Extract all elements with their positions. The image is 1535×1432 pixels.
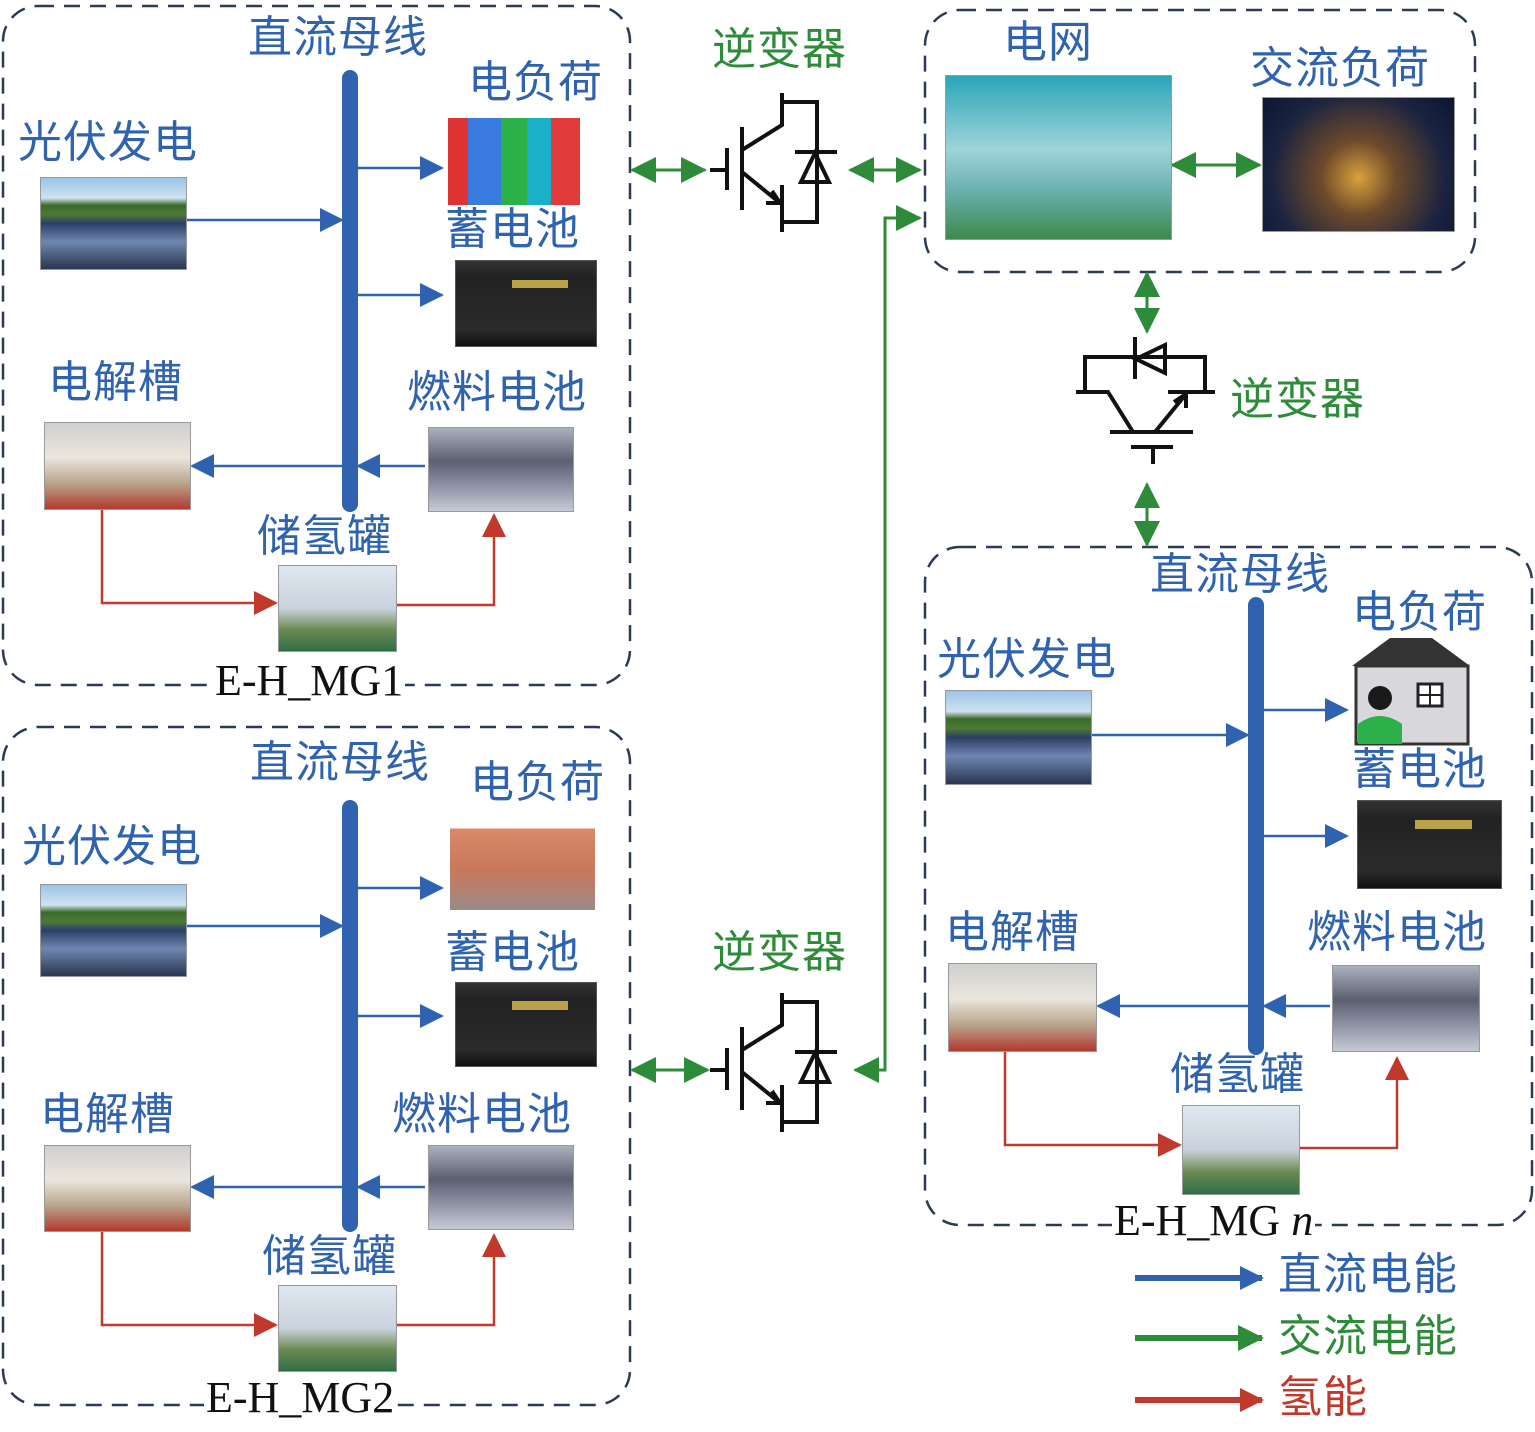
inverter2-symbol (1074, 335, 1217, 466)
pv-image (945, 690, 1092, 785)
ac-load-label: 交流负荷 (1250, 43, 1430, 94)
mg2-pv-label: 光伏发电 (22, 821, 202, 872)
battery-image (455, 260, 597, 347)
city-load-image (448, 118, 580, 205)
mg2-dc-bus (342, 800, 358, 1232)
legend-h2-label: 氢能 (1278, 1372, 1368, 1423)
legend-ac-label: 交流电能 (1278, 1311, 1458, 1362)
mgn-name-text: E-H_MG (1114, 1196, 1292, 1245)
inverter1-label: 逆变器 (712, 24, 847, 75)
fuel-cell-image (428, 427, 574, 512)
inverter2-label: 逆变器 (1230, 374, 1365, 425)
inverter3-ac-link (853, 205, 922, 1083)
mgn-pv-label: 光伏发电 (937, 634, 1117, 685)
fuel-cell-image (1332, 965, 1480, 1052)
mg1-name: E-H_MG1 (213, 656, 406, 705)
mg2-bus-label: 直流母线 (250, 737, 430, 788)
hydrogen-tank-image (278, 565, 397, 652)
mg1-dc-bus (342, 70, 358, 512)
inverter3-label: 逆变器 (712, 927, 847, 978)
grid-boundary (923, 8, 1477, 274)
mgn-tank-label: 储氢罐 (1170, 1049, 1305, 1100)
legend-dc-label: 直流电能 (1278, 1249, 1458, 1300)
house-load-icon (1352, 638, 1470, 746)
inverter1-symbol (708, 91, 839, 234)
mgn-name-index: n (1291, 1196, 1314, 1245)
fuel-cell-image (428, 1145, 574, 1230)
mg2-name: E-H_MG2 (204, 1373, 397, 1422)
electrolyzer-image (44, 1145, 191, 1232)
mg1-electrolyzer-label: 电解槽 (48, 357, 183, 408)
battery-image (455, 982, 597, 1067)
factory-load-image (450, 808, 595, 910)
pv-image (40, 884, 187, 977)
mg1-load-label: 电负荷 (468, 57, 603, 108)
mgn-load-label: 电负荷 (1352, 587, 1487, 638)
mg1-tank-label: 储氢罐 (257, 511, 392, 562)
pv-image (40, 177, 187, 270)
electrolyzer-image (44, 422, 191, 510)
hydrogen-tank-image (278, 1285, 397, 1372)
mg2-fuel-cell-label: 燃料电池 (392, 1089, 572, 1140)
hydrogen-tank-image (1182, 1105, 1300, 1195)
city-night-image (1262, 97, 1455, 232)
electrolyzer-image (948, 963, 1097, 1052)
power-grid-image (945, 75, 1172, 240)
battery-image (1357, 800, 1502, 889)
mg1-pv-label: 光伏发电 (18, 117, 198, 168)
mg2-load-label: 电负荷 (470, 757, 605, 808)
grid-label: 电网 (1003, 17, 1093, 68)
inverter3-symbol (708, 991, 839, 1134)
mg1-boundary (1, 4, 632, 687)
mgn-name: E-H_MG n (1112, 1196, 1316, 1245)
mg1-fuel-cell-label: 燃料电池 (407, 367, 587, 418)
mgn-electrolyzer-label: 电解槽 (945, 907, 1080, 958)
mgn-fuel-cell-label: 燃料电池 (1307, 907, 1487, 958)
mgn-battery-label: 蓄电池 (1352, 744, 1487, 795)
mgn-bus-label: 直流母线 (1150, 549, 1330, 600)
mg1-bus-label: 直流母线 (248, 12, 428, 63)
mg2-battery-label: 蓄电池 (445, 927, 580, 978)
mg1-battery-label: 蓄电池 (445, 204, 580, 255)
mgn-dc-bus (1248, 597, 1264, 1055)
mg2-electrolyzer-label: 电解槽 (40, 1089, 175, 1140)
mg2-tank-label: 储氢罐 (262, 1231, 397, 1282)
